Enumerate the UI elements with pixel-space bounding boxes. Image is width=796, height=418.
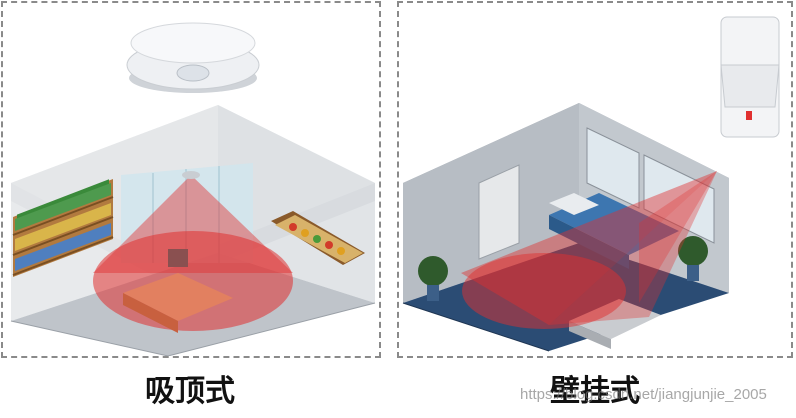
coverage-zone — [461, 171, 717, 329]
caption-ceiling-mount: 吸顶式 — [145, 374, 235, 409]
wall-mount-illustration — [402, 16, 780, 352]
bed — [549, 193, 679, 269]
watermark: https://blog.csdn.net/jiangjunjie_2005 — [520, 386, 767, 403]
product-shelf-left — [12, 179, 114, 277]
checkout-counter — [123, 249, 233, 333]
wall-motion-sensor-icon — [720, 16, 780, 138]
potted-plant-right — [678, 236, 708, 281]
wall-mount-panel — [397, 1, 793, 358]
potted-plant-left — [418, 256, 448, 301]
ceiling-motion-sensor-icon — [126, 22, 260, 93]
ceiling-mount-panel — [1, 1, 381, 358]
produce-stand — [271, 211, 365, 265]
sofa — [569, 299, 661, 349]
ceiling-mount-illustration — [10, 22, 376, 356]
caption-wall-mount: 壁挂式 — [550, 374, 640, 409]
